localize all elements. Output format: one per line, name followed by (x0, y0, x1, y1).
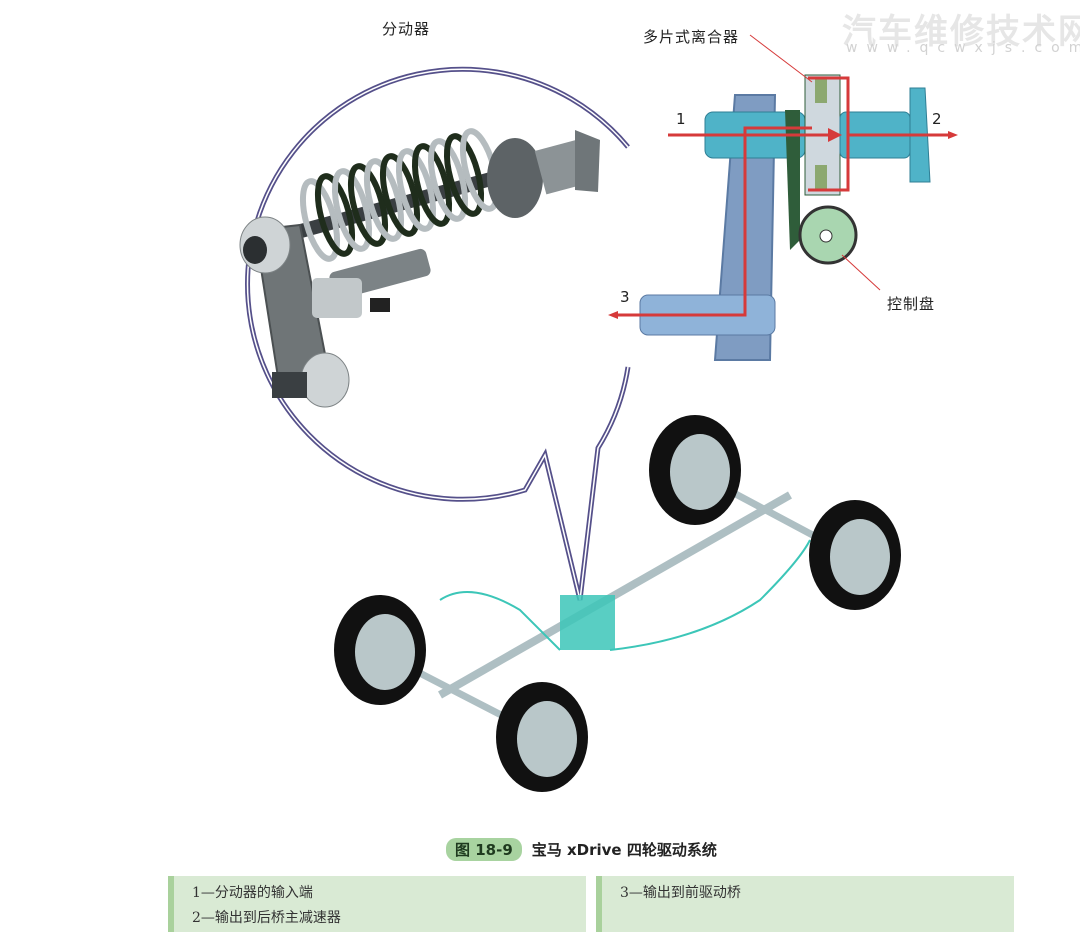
control-disc-label: 控制盘 (887, 295, 936, 313)
wheels (334, 415, 901, 792)
clutch-cutaway (608, 34, 958, 361)
legend-item-2: 2—输出到后桥主减速器 (192, 910, 341, 926)
legend-column-left: 1—分动器的输入端 2—输出到后桥主减速器 (168, 876, 586, 932)
watermark-url: www.qcwxjs.com (846, 40, 1080, 56)
legend-column-right: 3—输出到前驱动桥 (596, 876, 1014, 932)
multi-plate-clutch-label: 多片式离合器 (643, 28, 740, 46)
callout-2: 2 (932, 110, 942, 128)
chassis-drivetrain (334, 415, 901, 792)
magnifier-bubble (245, 66, 631, 601)
figure-title: 宝马 xDrive 四轮驱动系统 (531, 841, 717, 859)
watermark-title: 汽车维修技术网 (842, 12, 1080, 52)
transfer-case-exploded (239, 128, 600, 408)
legend-item-1: 1—分动器的输入端 (192, 885, 313, 901)
xdrive-diagram (239, 34, 958, 792)
transfer-case-label: 分动器 (382, 20, 431, 38)
legend-item-3: 3—输出到前驱动桥 (620, 885, 741, 901)
figure-number-badge: 图 18-9 (446, 838, 522, 861)
callout-3: 3 (620, 288, 630, 306)
figure-caption: 图 18-9 宝马 xDrive 四轮驱动系统 (446, 838, 717, 861)
callout-1: 1 (676, 110, 686, 128)
